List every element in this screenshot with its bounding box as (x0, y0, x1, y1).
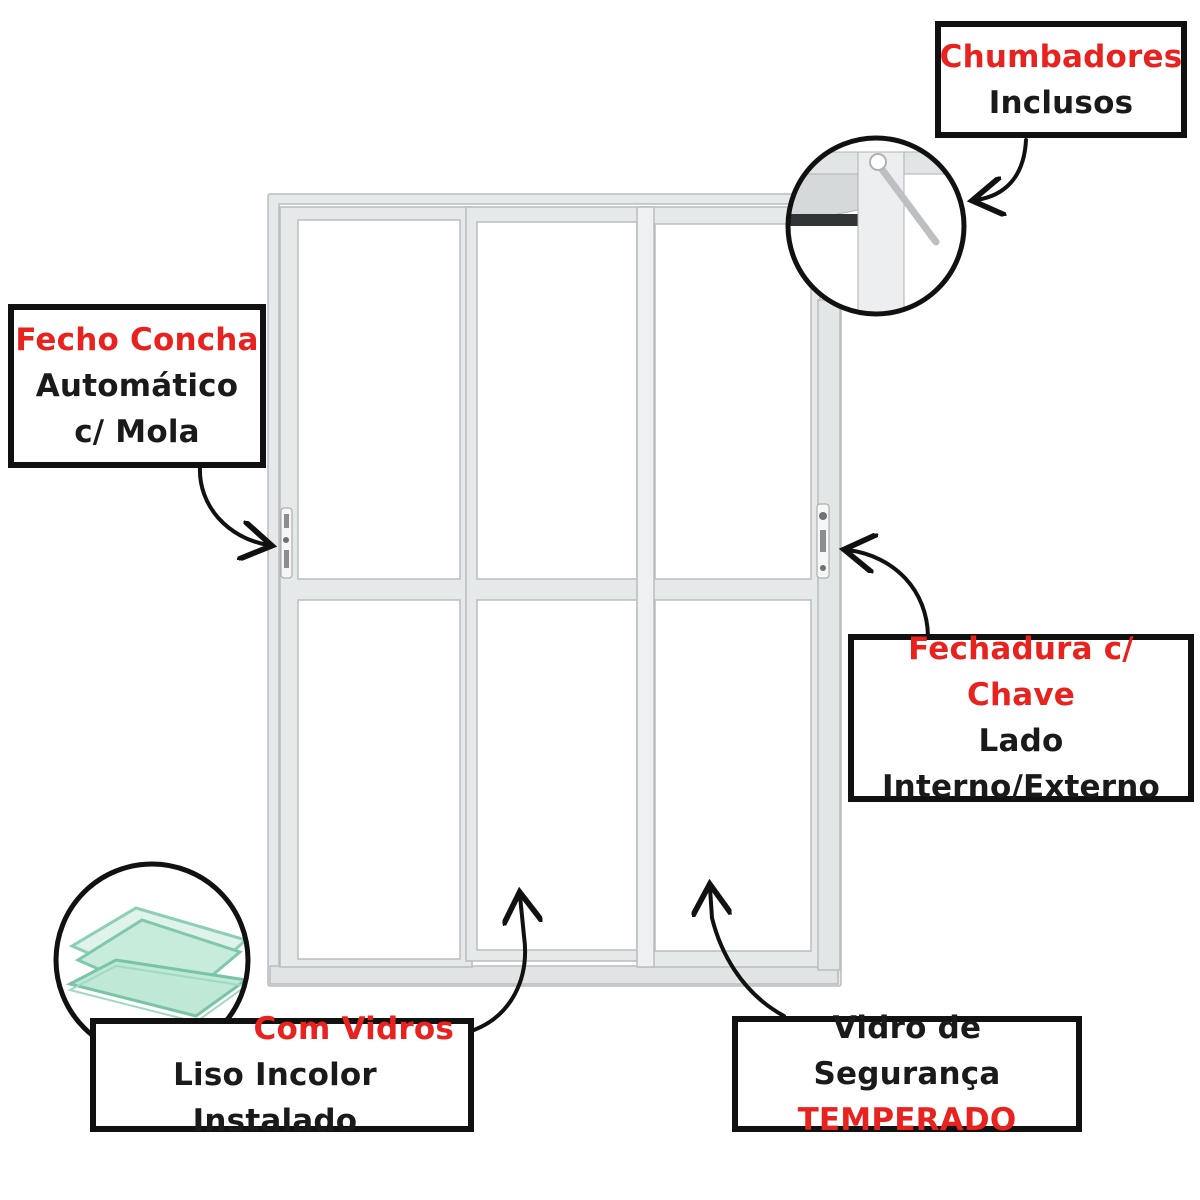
callout-fecho-title: Fecho Concha (15, 322, 259, 358)
callout-chumbadores-text: Inclusos (988, 84, 1134, 121)
curved-arrow-icon (197, 138, 1028, 1032)
callout-vidros-title: Com Vidros (253, 1011, 454, 1047)
callout-temperado: Vidro de Segurança TEMPERADO (732, 1010, 1082, 1138)
shell-latch (280, 507, 293, 579)
callout-temperado-title: TEMPERADO (797, 1102, 1017, 1138)
callout-fechadura: Fechadura c/ Chave Lado Interno/Externo (848, 631, 1194, 805)
callout-com-vidros: Com Vidros Liso Incolor Instalado (90, 1011, 474, 1139)
anchor-bolt-detail-icon (785, 135, 967, 317)
callout-fechadura-line3: Interno/Externo (881, 769, 1161, 805)
callout-temperado-text: Vidro de Segurança (813, 1010, 1001, 1092)
callout-fechadura-line2: Lado (978, 723, 1064, 759)
callout-chumbadores: Chumbadores Inclusos (935, 21, 1187, 138)
middle-right-sash (639, 206, 821, 968)
left-sash (279, 206, 473, 968)
callout-fecho-line2: Automático (35, 368, 239, 404)
callout-fecho-line3: c/ Mola (74, 414, 200, 450)
callout-chumbadores-title: Chumbadores (939, 38, 1183, 75)
middle-left-sash (465, 206, 649, 962)
window-frame (267, 193, 842, 987)
glass-sheets-icon (53, 861, 251, 1059)
key-lock (816, 503, 830, 579)
callout-fechadura-title: Fechadura c/ Chave (908, 631, 1134, 713)
callout-vidros-text: Liso Incolor Instalado (173, 1057, 377, 1139)
callout-fecho-concha: Fecho Concha Automático c/ Mola (8, 304, 266, 468)
